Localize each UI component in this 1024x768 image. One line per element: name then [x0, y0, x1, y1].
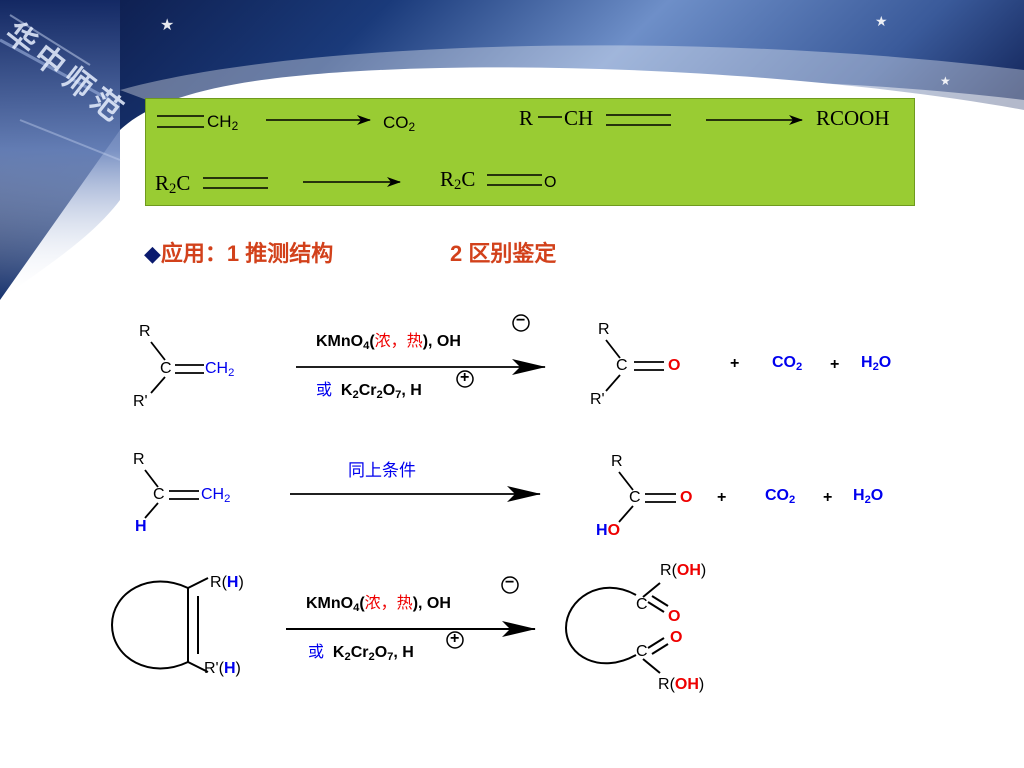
r3-reagent-dichromate: 或 K2Cr2O7, H: [308, 644, 414, 663]
formula-rcooh: RCOOH: [816, 106, 890, 130]
r2-plus-2: +: [823, 489, 833, 506]
bond: [150, 376, 166, 394]
r1-reagent-kmno4: KMnO4(浓，热), OH: [316, 333, 461, 352]
r1-plus-1: +: [730, 355, 740, 372]
r3-product-o1: O: [668, 608, 681, 625]
bond: [618, 471, 634, 491]
r2-reactant-c: C: [153, 486, 165, 503]
bond: [150, 341, 166, 361]
r3-reagent-kmno4: KMnO4(浓，热), OH: [306, 595, 451, 614]
r1-co2: CO2: [772, 354, 803, 373]
r2-h2o: H2O: [853, 487, 884, 506]
formula-r2c-product: R2C: [440, 167, 476, 193]
r1-negative-charge-sign: −: [516, 312, 526, 329]
svg-text:★: ★: [875, 14, 888, 30]
r2-reagent-same-conditions: 同上条件: [348, 461, 416, 480]
formula-o: O: [544, 174, 557, 191]
positive-charge-circle: [456, 370, 474, 388]
bond: [605, 374, 621, 392]
svg-text:★: ★: [940, 74, 951, 88]
r2-product-o: O: [680, 489, 693, 506]
bond: [605, 339, 621, 359]
r2-plus-1: +: [717, 489, 727, 506]
application-heading-2: 2 区别鉴定: [450, 241, 557, 266]
r1-reactant-r: R: [139, 323, 151, 340]
bond: [144, 502, 159, 519]
application-heading: ◆应用：1 推测结构: [144, 241, 334, 266]
product-ring-arc: [564, 586, 637, 665]
r2-reactant-ch2: CH2: [201, 486, 231, 505]
svg-text:★: ★: [160, 15, 174, 34]
r3-product-c1: C: [636, 596, 648, 613]
r1-reactant-ch2: CH2: [205, 360, 235, 379]
r1-product-r: R: [598, 321, 610, 338]
r3-product-bottom-substituent: R(OH): [658, 676, 705, 693]
r1-positive-charge-sign: +: [460, 369, 470, 386]
r1-product-o: O: [668, 357, 681, 374]
diamond-bullet-icon: ◆: [144, 241, 161, 266]
bond: [642, 658, 661, 674]
r3-reactant-top-substituent: R(H): [210, 574, 244, 591]
bond: [187, 661, 209, 673]
r1-h2o: H2O: [861, 354, 892, 373]
r3-product-top-substituent: R(OH): [660, 562, 707, 579]
bond: [187, 577, 209, 589]
formula-co2: CO2: [383, 113, 416, 134]
double-bond: [647, 601, 665, 613]
r1-plus-2: +: [830, 356, 840, 373]
r2-product-ho: HO: [596, 522, 621, 539]
r1-reactant-r-prime: R': [133, 393, 148, 410]
ring-arc: [110, 580, 189, 670]
double-bond: [647, 637, 665, 649]
r3-reactant-bottom-substituent: R'(H): [204, 660, 241, 677]
r1-product-c: C: [616, 357, 628, 374]
formula-r2c: R2C: [155, 171, 191, 197]
bond: [144, 469, 159, 488]
r2-product-c: C: [629, 489, 641, 506]
r2-product-r: R: [611, 453, 623, 470]
r3-product-c2: C: [636, 643, 648, 660]
bond: [642, 582, 661, 598]
formula-ch: CH: [564, 106, 594, 130]
summary-box: [145, 98, 915, 206]
r1-reactant-c: C: [160, 360, 172, 377]
positive-charge-circle: [446, 631, 464, 649]
r3-positive-charge-sign: +: [450, 630, 460, 647]
r2-reactant-h: H: [135, 518, 147, 535]
formula-r: R: [519, 106, 534, 130]
negative-charge-circle: [512, 314, 530, 332]
negative-charge-circle: [501, 576, 519, 594]
r2-reactant-r: R: [133, 451, 145, 468]
r3-product-o2: O: [670, 629, 683, 646]
bond: [618, 505, 634, 523]
formula-ch2-left: CH2: [207, 112, 239, 133]
r1-product-r-prime: R': [590, 391, 605, 408]
r2-co2: CO2: [765, 487, 796, 506]
r1-reagent-dichromate: 或 K2Cr2O7, H: [316, 382, 422, 401]
r3-negative-charge-sign: −: [505, 574, 515, 591]
